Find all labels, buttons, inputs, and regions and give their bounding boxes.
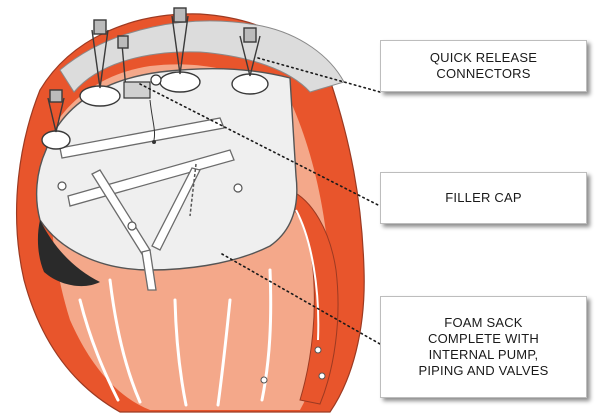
quick-release-connectors-label: QUICK RELEASE CONNECTORS	[380, 40, 587, 92]
filler-cap-label: FILLER CAP	[380, 172, 587, 224]
foam-sack-label: FOAM SACK COMPLETE WITH INTERNAL PUMP, P…	[380, 296, 587, 398]
